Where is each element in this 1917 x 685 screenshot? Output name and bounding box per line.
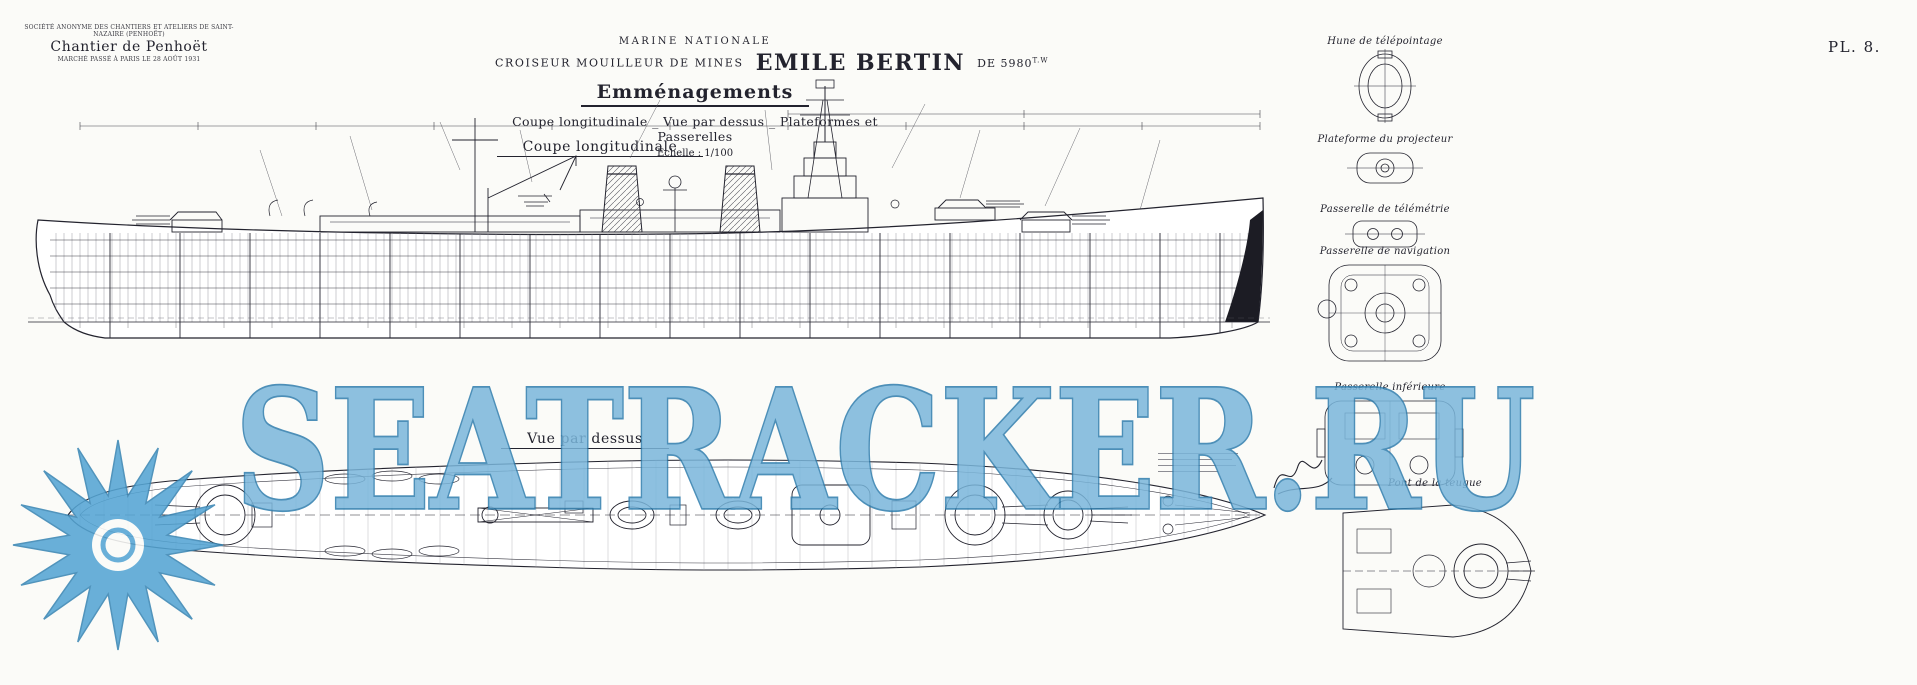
hull-internal-structure <box>50 233 1260 338</box>
bow-shading <box>1225 210 1263 322</box>
title-block: MARINE NATIONALE CROISEUR MOUILLEUR DE M… <box>495 36 1048 159</box>
ship-type: CROISEUR MOUILLEUR DE MINES <box>495 56 744 70</box>
leader-lines <box>259 99 1161 217</box>
searchlight-platform <box>663 175 687 232</box>
deck-fittings <box>268 198 900 217</box>
note-block <box>1158 448 1240 477</box>
detail-projecteur-drawing <box>1347 152 1423 184</box>
boats-plan <box>324 470 460 560</box>
detail-hune-drawing <box>1354 49 1416 123</box>
detail-navigation-label: Passerelle de navigation <box>1319 246 1451 257</box>
detail-teugue: Pont de la teugue <box>1330 478 1540 654</box>
builder-name: Chantier de Penhoët <box>50 39 208 55</box>
detail-hune-label: Hune de télépointage <box>1327 36 1443 47</box>
turrets-plan <box>152 484 1132 546</box>
title-main-line: CROISEUR MOUILLEUR DE MINES EMILE BERTIN… <box>495 50 1048 76</box>
detail-inferieure-drawing <box>1316 400 1464 486</box>
tripod-mast <box>800 79 850 199</box>
detail-projecteur: Plateforme du projecteur <box>1300 134 1470 191</box>
dimension-lines <box>79 110 1261 130</box>
detail-inferieure: Passerelle inférieure <box>1305 382 1475 493</box>
section-label-top: Vue par dessus <box>465 428 705 449</box>
title-views: Coupe longitudinale _ Vue par dessus _ P… <box>512 114 878 144</box>
ship-name: EMILE BERTIN <box>755 50 966 76</box>
title-service: MARINE NATIONALE <box>618 36 772 47</box>
detail-inferieure-label: Passerelle inférieure <box>1334 382 1446 393</box>
mainmast-and-crane <box>452 118 577 232</box>
detail-hune: Hune de télépointage <box>1300 36 1470 125</box>
title-subtitle: Emménagements <box>580 81 810 107</box>
detail-projecteur-label: Plateforme du projecteur <box>1317 134 1453 145</box>
watermark: SEATRACKER.RU <box>12 351 1537 651</box>
detail-navigation: Passerelle de navigation <box>1300 246 1470 369</box>
builder-block: SOCIÉTÉ ANONYME DES CHANTIERS ET ATELIER… <box>14 24 244 63</box>
side-elevation-drawing <box>28 79 1270 339</box>
detail-telemetrie-label: Passerelle de télémétrie <box>1320 204 1450 215</box>
waterline <box>28 317 1270 328</box>
detail-navigation-drawing <box>1317 264 1442 362</box>
ship-tonnage: DE 5980T.W <box>977 56 1049 70</box>
detail-telemetrie-drawing <box>1345 220 1425 248</box>
detail-teugue-label: Pont de la teugue <box>1387 478 1483 489</box>
watermark-text: SEATRACKER.RU <box>235 353 1535 547</box>
watermark-star-icon <box>12 439 224 651</box>
section-label-side: Coupe longitudinale <box>480 136 720 157</box>
detail-telemetrie: Passerelle de télémétrie <box>1300 204 1470 255</box>
builder-line1: SOCIÉTÉ ANONYME DES CHANTIERS ET ATELIER… <box>24 24 234 38</box>
title-scale: Échelle : 1/100 <box>656 148 734 159</box>
detail-teugue-drawing <box>1342 504 1535 638</box>
turrets-side <box>132 199 1110 233</box>
hatches-plan <box>251 495 1251 535</box>
builder-line3: MARCHÉ PASSÉ À PARIS LE 28 AOÛT 1931 <box>57 56 201 63</box>
deckhouse-plan <box>477 484 871 546</box>
plan-view-drawing <box>65 459 1267 571</box>
superstructure <box>319 141 869 233</box>
plate-number: PL. 8. <box>1828 38 1881 56</box>
signature <box>1273 459 1333 495</box>
funnels <box>601 165 761 233</box>
seaplane-silhouette <box>518 193 552 207</box>
